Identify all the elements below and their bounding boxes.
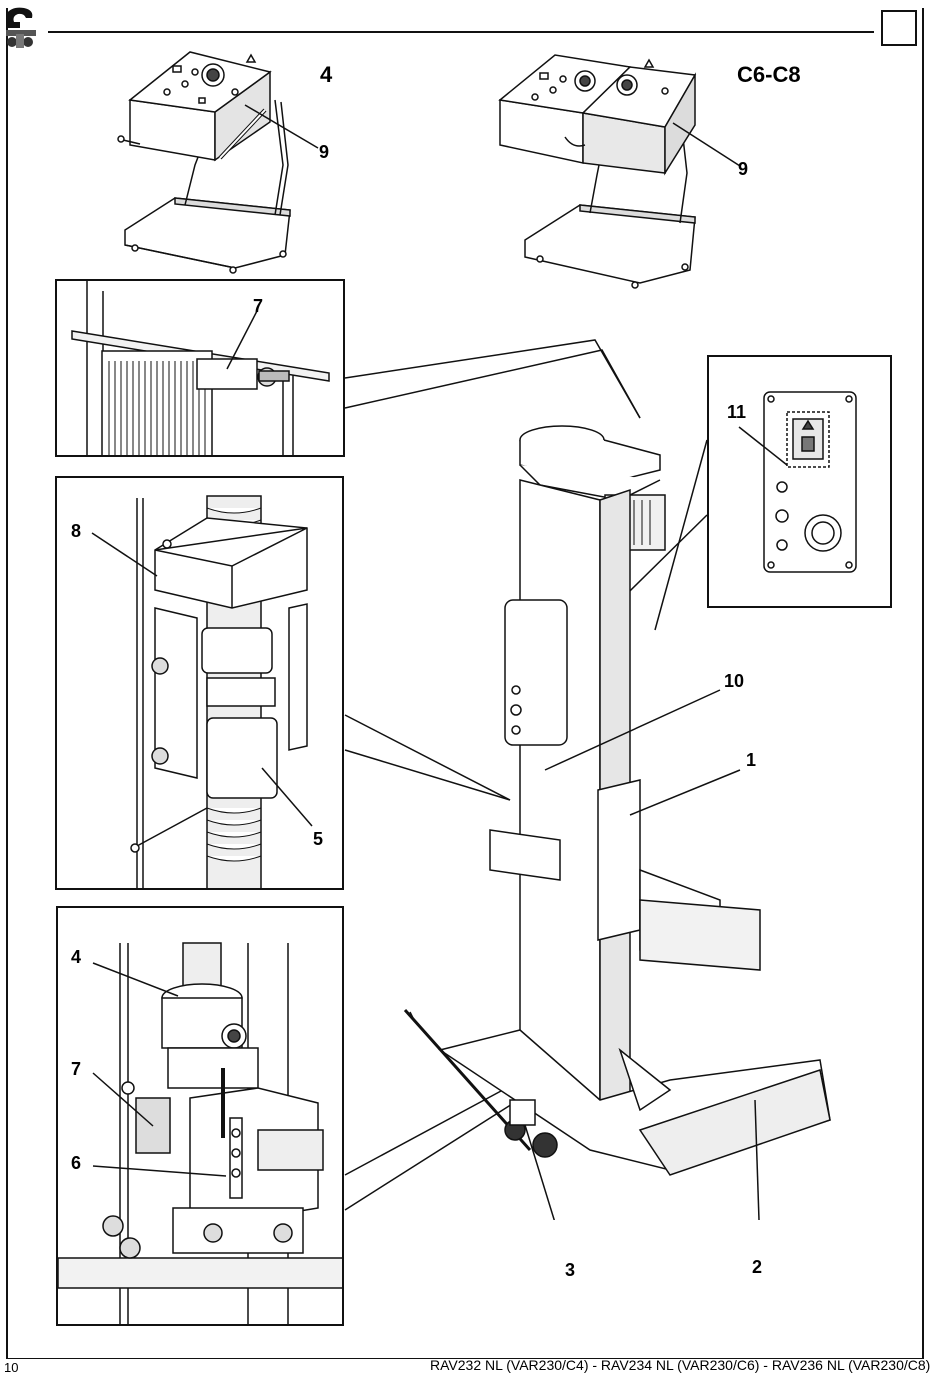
callout-fork: 2 (752, 1258, 762, 1276)
limit-switch-detail-drawing (57, 281, 345, 457)
callout-safety-nut: 5 (313, 830, 323, 848)
detail-panel-nut: 8 5 (55, 476, 344, 890)
console-single-drawing (115, 40, 335, 280)
callout-safety-device: 6 (71, 1154, 81, 1172)
callout-nut: 8 (71, 522, 81, 540)
leader-line-9a (240, 100, 330, 160)
column-lift-drawing (340, 270, 890, 1220)
callout-limit-switch-top: 7 (253, 297, 263, 315)
detail-panel-safety-device: 4 7 6 (56, 906, 344, 1326)
manufacturer-logo (2, 4, 42, 52)
nut-detail-drawing (57, 478, 344, 890)
variant-double-label: C6-C8 (737, 64, 801, 86)
header-rule (48, 31, 874, 33)
detail-panel-limit-switch: 7 (55, 279, 345, 457)
variant-single-label: 4 (320, 64, 332, 86)
callout-wheel-pump: 3 (565, 1261, 575, 1279)
page-corner-box (881, 10, 917, 46)
footer-models: RAV232 NL (VAR230/C4) - RAV234 NL (VAR23… (430, 1357, 930, 1373)
page-number: 10 (4, 1360, 18, 1375)
safety-device-detail-drawing (58, 908, 344, 1326)
callout-motor: 4 (71, 948, 81, 966)
callout-limit-switch-bottom: 7 (71, 1060, 81, 1078)
callout-column: 1 (746, 751, 756, 769)
callout-console-single: 9 (319, 143, 329, 161)
callout-console-double: 9 (738, 160, 748, 178)
callout-handle: 10 (724, 672, 744, 690)
